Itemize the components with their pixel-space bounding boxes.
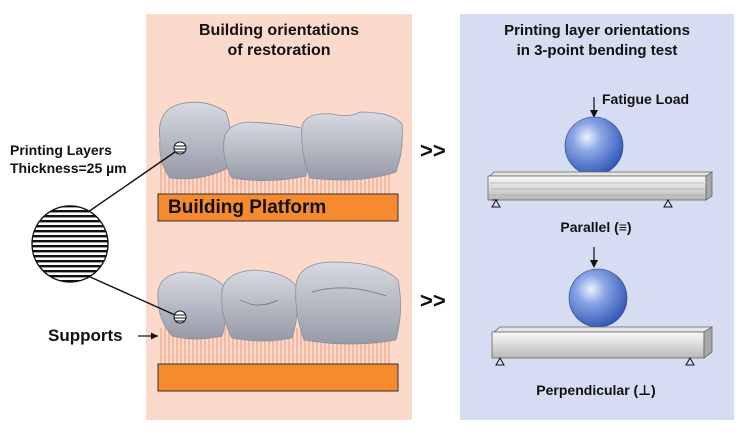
top-building-platform xyxy=(157,193,399,222)
top-restoration xyxy=(159,101,403,181)
arrow-top: >> xyxy=(420,138,446,163)
layers-label-line1: Printing Layers xyxy=(10,142,112,158)
printing-layers-magnifier xyxy=(31,205,109,283)
connector-line-top xyxy=(87,151,176,213)
bottom-building-platform xyxy=(157,363,399,392)
bottom-restoration xyxy=(157,261,401,345)
supports-arrow xyxy=(138,332,158,340)
right-panel-title-line1: Printing layer orientations xyxy=(504,22,690,39)
perpendicular-test-setup xyxy=(491,247,714,366)
building-platform-label: Building Platform xyxy=(168,197,327,218)
perpendicular-load-sphere xyxy=(568,268,628,328)
parallel-load-sphere xyxy=(564,116,624,176)
supports-label: Supports xyxy=(48,326,123,345)
left-panel-title-line2: of restoration xyxy=(227,42,331,59)
arrow-bottom: >> xyxy=(420,288,446,313)
fatigue-load-label: Fatigue Load xyxy=(602,91,690,107)
small-layer-circle-bottom xyxy=(173,310,187,324)
parallel-test-setup xyxy=(487,97,713,208)
right-panel-title-line2: in 3-point bending test xyxy=(516,42,678,59)
layers-label-line2: Thickness=25 µm xyxy=(10,160,127,176)
small-layer-circle-top xyxy=(173,141,187,155)
perpendicular-label: Perpendicular (⊥) xyxy=(536,382,656,398)
left-panel-title-line1: Building orientations xyxy=(199,22,359,39)
parallel-label: Parallel (≡) xyxy=(560,219,632,235)
connector-line-bottom xyxy=(87,275,176,316)
